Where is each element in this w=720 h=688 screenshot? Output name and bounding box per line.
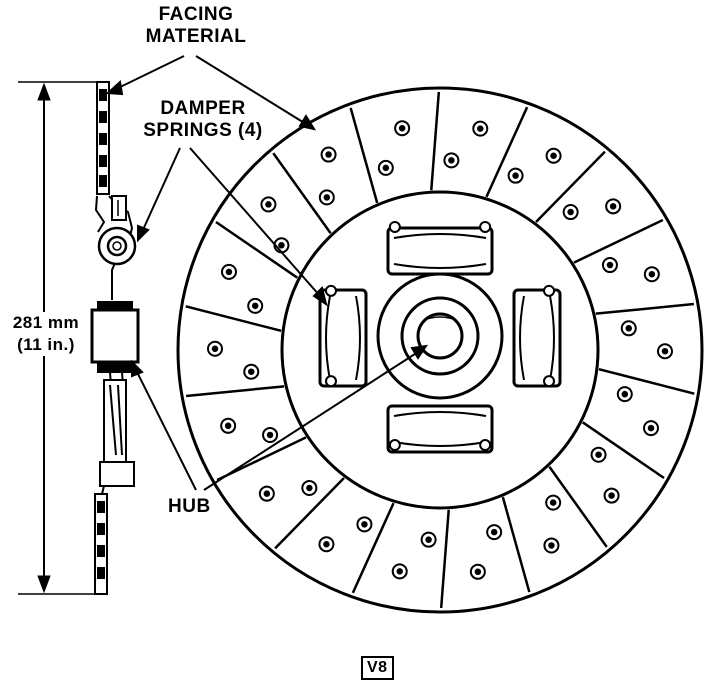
facing-segment-divider — [274, 477, 345, 550]
damper-spring-window — [318, 288, 368, 388]
hub-plate-hole — [324, 284, 337, 297]
facing-segment-divider — [548, 466, 608, 548]
damper-springs-label: DAMPER SPRINGS (4) — [128, 98, 278, 142]
facing-segment-divider — [501, 496, 531, 593]
side-hub — [90, 308, 140, 364]
facing-material-label: FACING MATERIAL — [136, 4, 256, 48]
hub-bore — [416, 312, 464, 360]
damper-label-line1: DAMPER — [160, 98, 246, 119]
leader-lines — [105, 55, 429, 491]
hub-plate-hole — [388, 439, 401, 452]
disc-outer-edge — [176, 86, 704, 614]
facing-label-line2: MATERIAL — [145, 26, 247, 47]
damper-spring-window — [386, 404, 494, 454]
facing-segment-divider — [573, 218, 664, 264]
hub-flange — [376, 272, 504, 400]
hub-ring — [400, 296, 480, 376]
facing-segment-divider — [535, 150, 606, 223]
damper-spring-window — [512, 288, 562, 388]
front-view-disc — [176, 86, 704, 614]
hub-plate-hole — [479, 439, 492, 452]
facing-segment-divider — [272, 152, 332, 234]
diameter-label: 281 mm (11 in.) — [4, 312, 88, 356]
facing-segment-divider — [582, 421, 665, 480]
damper-spring-window — [386, 226, 494, 276]
facing-segment-divider — [439, 509, 450, 609]
diameter-metric: 281 mm — [12, 313, 80, 332]
hub-plate-hole — [388, 220, 401, 233]
hub-plate-holes — [324, 220, 556, 452]
facing-segments — [185, 91, 695, 609]
engine-tag-badge: V8 — [361, 656, 394, 680]
facing-segment-divider — [598, 367, 695, 395]
hub-plate-hole — [324, 375, 337, 388]
facing-label-line1: FACING — [158, 4, 234, 25]
hub-label: HUB — [168, 496, 211, 517]
facing-segment-divider — [186, 385, 285, 398]
facing-segment-divider — [351, 502, 395, 594]
facing-segment-divider — [485, 106, 529, 198]
damper-label-line2: SPRINGS (4) — [143, 120, 263, 141]
hub-plate-hole — [479, 220, 492, 233]
facing-segment-divider — [430, 91, 441, 191]
facing-segment-divider — [349, 107, 379, 204]
damper-springs — [318, 226, 562, 454]
hub-plate-hole — [543, 284, 556, 297]
hub-plate-hole — [543, 375, 556, 388]
diameter-imperial: (11 in.) — [17, 335, 75, 354]
side-damper-spring — [97, 226, 137, 266]
disc-inner-edge-facing — [280, 190, 600, 510]
facing-segment-divider — [215, 220, 298, 279]
facing-segment-divider — [595, 302, 694, 315]
facing-segment-divider — [185, 305, 282, 333]
side-view-cross-section — [90, 81, 140, 595]
